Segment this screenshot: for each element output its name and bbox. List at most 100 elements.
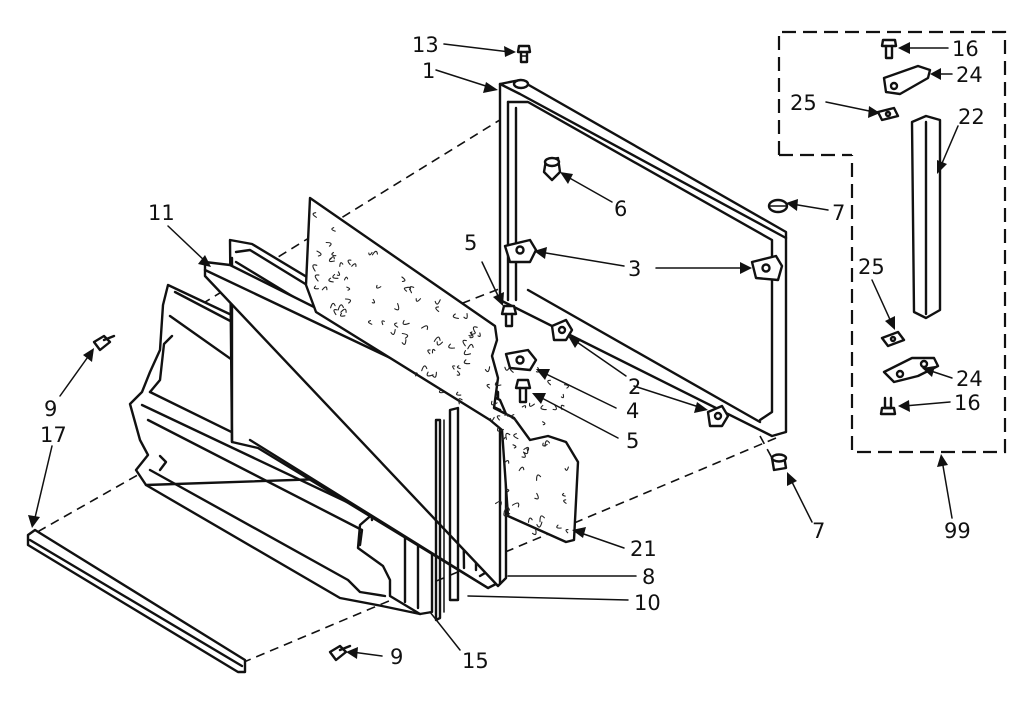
callout-11: 11: [148, 201, 175, 225]
shelf-bracket-left: [503, 238, 538, 264]
door-plug: [542, 156, 562, 182]
insulation-speckle: [456, 370, 461, 376]
insulation-speckle: [331, 227, 336, 232]
callout-2: 2: [628, 375, 641, 399]
insulation-speckle: [351, 263, 357, 267]
insulation-speckle: [547, 379, 552, 386]
insulation-speckle: [415, 298, 422, 302]
insulation-speckle: [523, 447, 529, 455]
callout-24-top: 24: [956, 63, 983, 87]
insulation-speckle: [505, 488, 510, 493]
insulation-speckle: [376, 284, 382, 289]
insulation-speckle: [371, 298, 376, 304]
callout-1: 1: [422, 59, 435, 83]
insulation-speckle: [435, 306, 440, 313]
insulation-speckle: [394, 303, 400, 311]
callout-8: 8: [642, 565, 655, 589]
insulation-speckle: [463, 313, 468, 320]
callout-25-top: 25: [790, 91, 817, 115]
insulation-speckle: [431, 348, 436, 354]
callout-4: 4: [626, 399, 639, 423]
insulation-speckle: [325, 241, 332, 247]
callout-99: 99: [944, 519, 971, 543]
insulation-speckle: [340, 308, 347, 313]
insulation-speckle: [455, 391, 462, 396]
insulation-speckle: [433, 336, 441, 342]
insulation-speckle: [477, 332, 481, 337]
insulation-speckle: [565, 528, 569, 534]
insulation-speckle: [367, 320, 373, 325]
insulation-panel: [304, 196, 580, 544]
callout-6: 6: [614, 197, 627, 221]
insulation-speckle: [330, 302, 336, 309]
hinge-cover: [910, 114, 942, 320]
insulation-speckle: [401, 339, 407, 345]
insulation-speckle: [531, 528, 537, 536]
insulation-speckle: [463, 350, 472, 356]
insulation-speckle: [467, 343, 474, 350]
screw-upper-left: [500, 304, 518, 328]
hardware-parts: [92, 44, 789, 662]
insulation-speckle: [328, 277, 334, 283]
insulation-speckle: [421, 325, 429, 331]
insulation-speckle: [331, 251, 337, 257]
insulation-speckle: [344, 298, 352, 304]
leader-lines: [28, 42, 959, 659]
insulation-speckle: [427, 349, 431, 355]
insulation-speckle: [401, 332, 409, 339]
liner-screw-left: [92, 334, 116, 352]
insulation-speckle: [472, 326, 478, 334]
insulation-speckle: [458, 398, 463, 405]
insulation-speckle: [452, 313, 459, 319]
hinge-cap-top: [767, 198, 789, 214]
insulation-speckle: [381, 320, 385, 326]
insulation-speckle: [505, 432, 511, 440]
insulation-speckle: [333, 309, 338, 316]
callout-17: 17: [40, 423, 67, 447]
insulation-speckle: [402, 319, 410, 325]
insulation-speckle: [332, 273, 339, 279]
insulation-speckle: [544, 440, 551, 447]
insulation-speckle: [534, 492, 539, 500]
hinge-shim-top: [876, 106, 900, 122]
insulation-speckle: [496, 426, 504, 432]
insulation-speckle: [518, 466, 525, 472]
insulation-speckle: [521, 451, 526, 458]
insulation-speckle: [540, 404, 547, 411]
insulation-speckle: [496, 415, 501, 421]
insulation-speckle: [421, 365, 428, 372]
insulation-speckle: [503, 460, 510, 464]
insulation-speckle: [403, 287, 408, 292]
bottom-hinge: [882, 356, 940, 384]
insulation-speckle: [536, 521, 543, 528]
insulation-speckle: [490, 400, 498, 406]
door-stop-lower: [706, 404, 730, 428]
callout-10: 10: [634, 591, 661, 615]
screw-lower-left: [514, 378, 532, 404]
callout-5-bottom: 5: [626, 429, 639, 453]
top-screw: [516, 44, 532, 64]
callout-9-bottom: 9: [390, 645, 403, 669]
top-hinge: [882, 64, 932, 96]
bottom-bracket: [504, 348, 538, 372]
insulation-speckle: [314, 274, 320, 282]
insulation-speckle: [521, 405, 527, 409]
callout-3: 3: [628, 257, 641, 281]
insulation-speckle: [504, 413, 509, 417]
insulation-speckle: [312, 264, 318, 272]
hinge-cap-bottom: [770, 453, 788, 472]
insulation-speckle: [542, 442, 548, 447]
callout-24-bottom: 24: [956, 367, 983, 391]
insulation-speckle: [510, 414, 517, 421]
callout-25-bottom: 25: [858, 255, 885, 279]
insulation-speckle: [337, 304, 344, 311]
door-stop-upper: [550, 318, 574, 342]
insulation-speckle: [438, 389, 444, 394]
insulation-speckle: [316, 250, 322, 257]
insulation-speckle: [321, 286, 328, 291]
insulation-speckle: [523, 446, 530, 451]
insulation-speckle: [513, 433, 519, 440]
insulation-speckle: [390, 329, 396, 336]
insulation-speckle: [452, 365, 456, 370]
part-labels: 13 1 6 7 5 3 2 4 5 7 11 9 17 21 8 10 9 1…: [40, 33, 985, 673]
